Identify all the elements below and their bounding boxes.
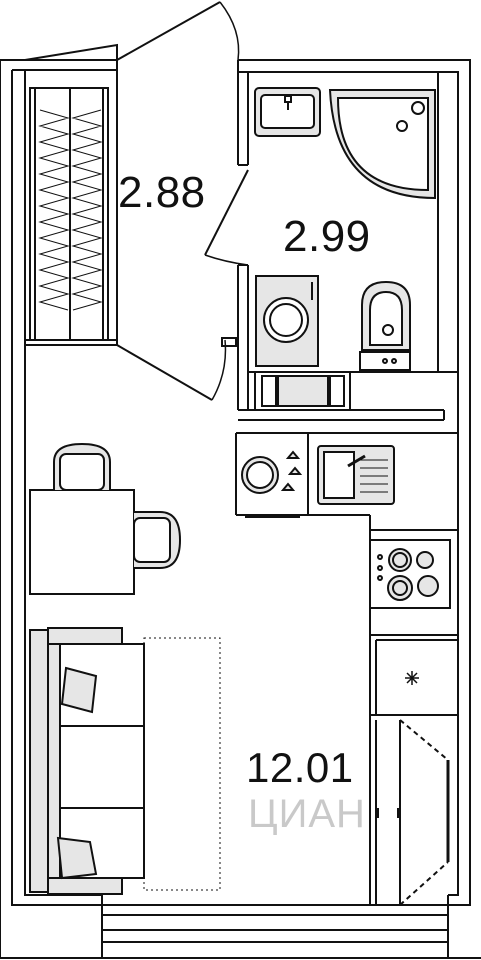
bath-sink — [254, 87, 321, 137]
watermark-text: ЦИАН — [248, 792, 366, 836]
dining-chair-right — [133, 511, 182, 569]
dining-chair-top — [53, 442, 111, 491]
washing-machine — [255, 275, 319, 367]
dining-table — [29, 489, 135, 595]
balcony — [25, 70, 118, 346]
balcony-doors — [116, 1, 240, 401]
wardrobe — [375, 719, 450, 906]
window-bottom — [101, 895, 449, 958]
sofa — [29, 627, 221, 895]
cooktop — [369, 539, 451, 609]
kitchen-sink — [317, 445, 395, 505]
fridge-freezer-icon — [405, 671, 419, 685]
shower-cabin — [328, 89, 436, 200]
living-area-label: 12.01 — [246, 744, 354, 791]
balcony-area-label: 2.88 — [118, 168, 206, 217]
bathroom-area-label: 2.99 — [283, 212, 371, 261]
cabinet-unit — [254, 371, 351, 411]
dishwasher — [241, 450, 303, 494]
toilet — [359, 280, 411, 371]
